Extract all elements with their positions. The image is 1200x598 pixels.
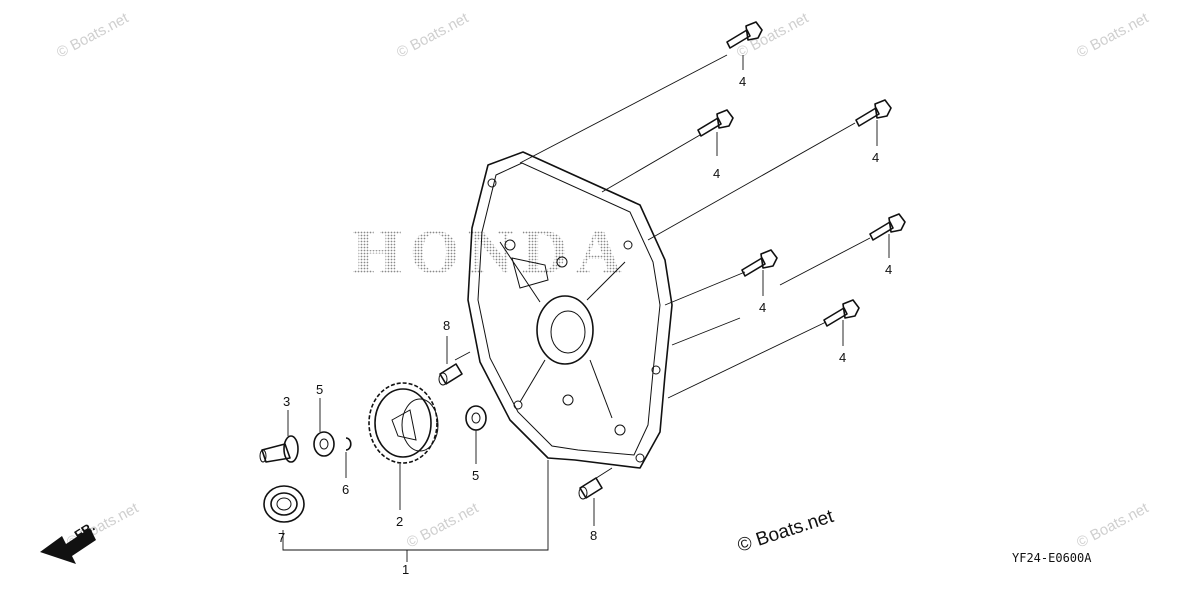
callout-bolt: 4 [759, 300, 766, 315]
callout-leaders [287, 55, 890, 526]
washer-left [313, 431, 335, 457]
watermark: © Boats.net [394, 9, 472, 61]
arrow-icon [40, 528, 96, 564]
bolt-mid-right [869, 213, 906, 241]
bolt-lower-right [823, 299, 860, 327]
callout-gear: 2 [396, 514, 403, 529]
callout-bolt: 4 [872, 150, 879, 165]
callout-dowel-pin: 8 [443, 318, 450, 333]
watermark: © Boats.net [734, 9, 812, 61]
bolt-upper-right [855, 99, 892, 127]
bolt-top [726, 21, 763, 49]
front-direction-marker: FR. [40, 519, 97, 564]
dowel-pin-upper [438, 363, 463, 386]
callout-bolt: 4 [839, 350, 846, 365]
oil-seal [263, 485, 305, 523]
bolt-upper-left [697, 109, 734, 137]
callout-bolt: 4 [885, 262, 892, 277]
callout-washer: 5 [472, 468, 479, 483]
dowel-pin-lower [578, 477, 603, 500]
copyright-notice: © Boats.net [735, 506, 837, 557]
watermark: © Boats.net [404, 499, 482, 551]
watermark: © Boats.net [1074, 499, 1152, 551]
bolt-mid-left [741, 249, 778, 277]
assembly-bracket [282, 460, 549, 551]
gear [368, 382, 439, 464]
callout-dowel-pin: 8 [590, 528, 597, 543]
callout-shaft: 3 [283, 394, 290, 409]
callout-oil-seal: 7 [278, 530, 285, 545]
callout-labels: 1 2 3 4 4 4 4 4 4 5 5 6 7 8 8 [278, 74, 892, 577]
shaft [259, 435, 299, 463]
case-cover [467, 151, 673, 469]
callout-bolt: 4 [713, 166, 720, 181]
brand-watermark: HONDA [352, 216, 630, 287]
callout-clip: 6 [342, 482, 349, 497]
callout-bolt: 4 [739, 74, 746, 89]
clip [345, 437, 352, 451]
callout-case-cover: 1 [402, 562, 409, 577]
washer-right [465, 405, 487, 431]
watermark: © Boats.net [54, 9, 132, 61]
callout-washer: 5 [316, 382, 323, 397]
watermark: © Boats.net [1074, 9, 1152, 61]
leader-lines [454, 54, 871, 483]
drawing-code: YF24-E0600A [1012, 551, 1092, 565]
